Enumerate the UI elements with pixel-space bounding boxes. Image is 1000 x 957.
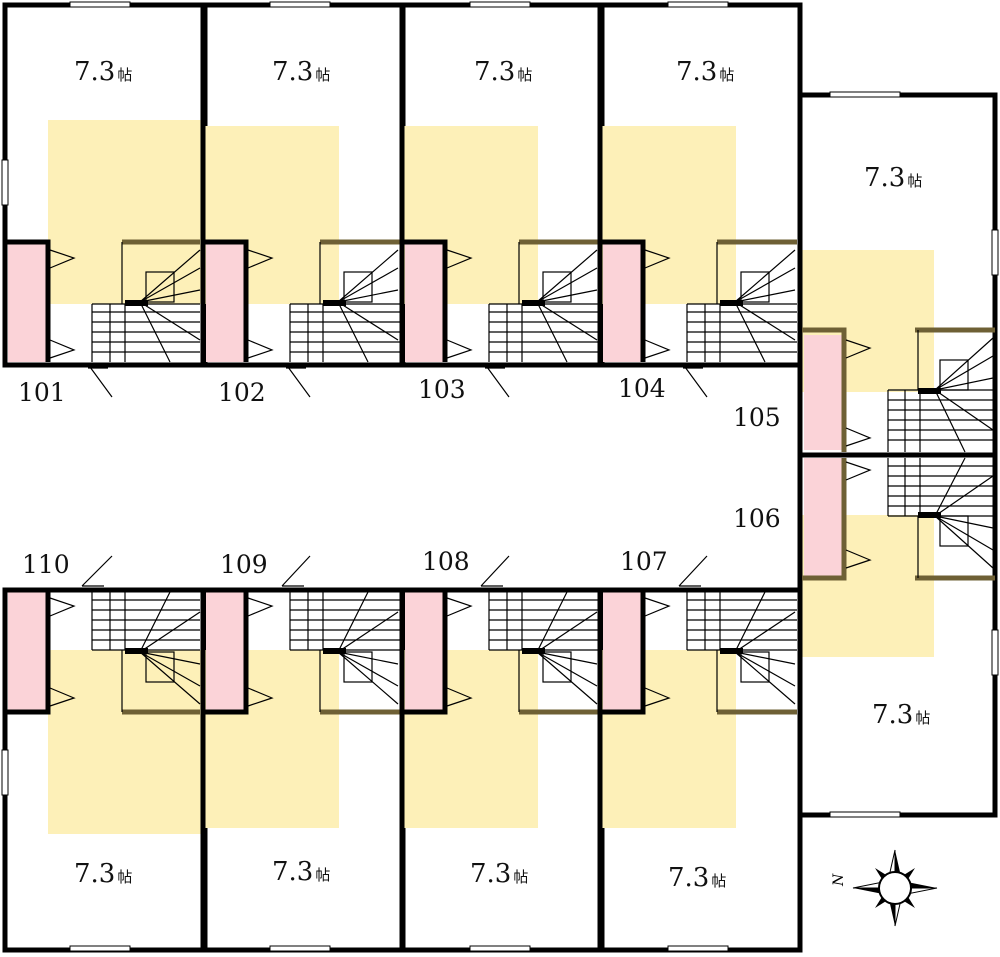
room-size-unit: 帖 [915,709,930,727]
stair-icon [489,591,599,705]
svg-text:7.3帖: 7.3帖 [272,57,330,87]
room-size: 7.3 [74,859,115,889]
unit-number: 104 [618,374,666,403]
room-size-unit: 帖 [117,868,132,886]
closet [405,244,445,362]
closet [206,592,246,710]
unit-number: 107 [620,547,668,576]
unit-number: 105 [733,403,781,432]
svg-text:7.3帖: 7.3帖 [872,700,930,730]
room-size-unit: 帖 [315,66,330,84]
room-size: 7.3 [872,700,913,730]
unit-number: 106 [733,504,781,533]
room-size: 7.3 [676,57,717,87]
svg-text:7.3帖: 7.3帖 [864,163,922,193]
closet [603,592,643,710]
svg-text:7.3帖: 7.3帖 [474,57,532,87]
closet [206,244,246,362]
svg-text:7.3帖: 7.3帖 [668,863,726,893]
tatami-area [48,120,203,304]
room-size: 7.3 [470,859,511,889]
stair-icon [687,249,797,363]
unit-number: 102 [218,378,266,407]
stair-icon [92,591,201,705]
closet [804,458,844,576]
svg-text:7.3帖: 7.3帖 [74,57,132,87]
room-size: 7.3 [864,163,905,193]
room-size-unit: 帖 [719,66,734,84]
unit-number: 101 [18,378,66,407]
stair-icon [687,591,797,705]
room-size: 7.3 [272,57,313,87]
unit-number: 108 [422,547,470,576]
room-size-unit: 帖 [315,866,330,884]
closet [8,592,48,710]
room-size: 7.3 [474,57,515,87]
svg-text:7.3帖: 7.3帖 [74,859,132,889]
closet [405,592,445,710]
svg-text:7.3帖: 7.3帖 [470,859,528,889]
room-size-unit: 帖 [513,868,528,886]
closet [804,335,844,450]
room-size: 7.3 [668,863,709,893]
room-size: 7.3 [272,857,313,887]
closet [8,244,48,362]
stair-icon [92,249,201,363]
stair-icon [888,457,995,569]
svg-text:7.3帖: 7.3帖 [272,857,330,887]
room-size: 7.3 [74,57,115,87]
tatami-area [48,650,203,834]
room-size-unit: 帖 [117,66,132,84]
stair-icon [888,337,995,453]
closet [603,244,643,362]
room-size-unit: 帖 [517,66,532,84]
room-size-unit: 帖 [711,872,726,890]
stair-icon [290,249,400,363]
stair-icon [489,249,599,363]
unit-number: 103 [418,375,466,404]
svg-text:7.3帖: 7.3帖 [676,57,734,87]
unit-number: 110 [22,550,70,579]
compass-rose-icon: N [831,849,938,927]
room-size-unit: 帖 [907,172,922,190]
unit-number: 109 [220,550,268,579]
stair-icon [290,591,400,705]
compass-north-label: N [831,873,847,887]
